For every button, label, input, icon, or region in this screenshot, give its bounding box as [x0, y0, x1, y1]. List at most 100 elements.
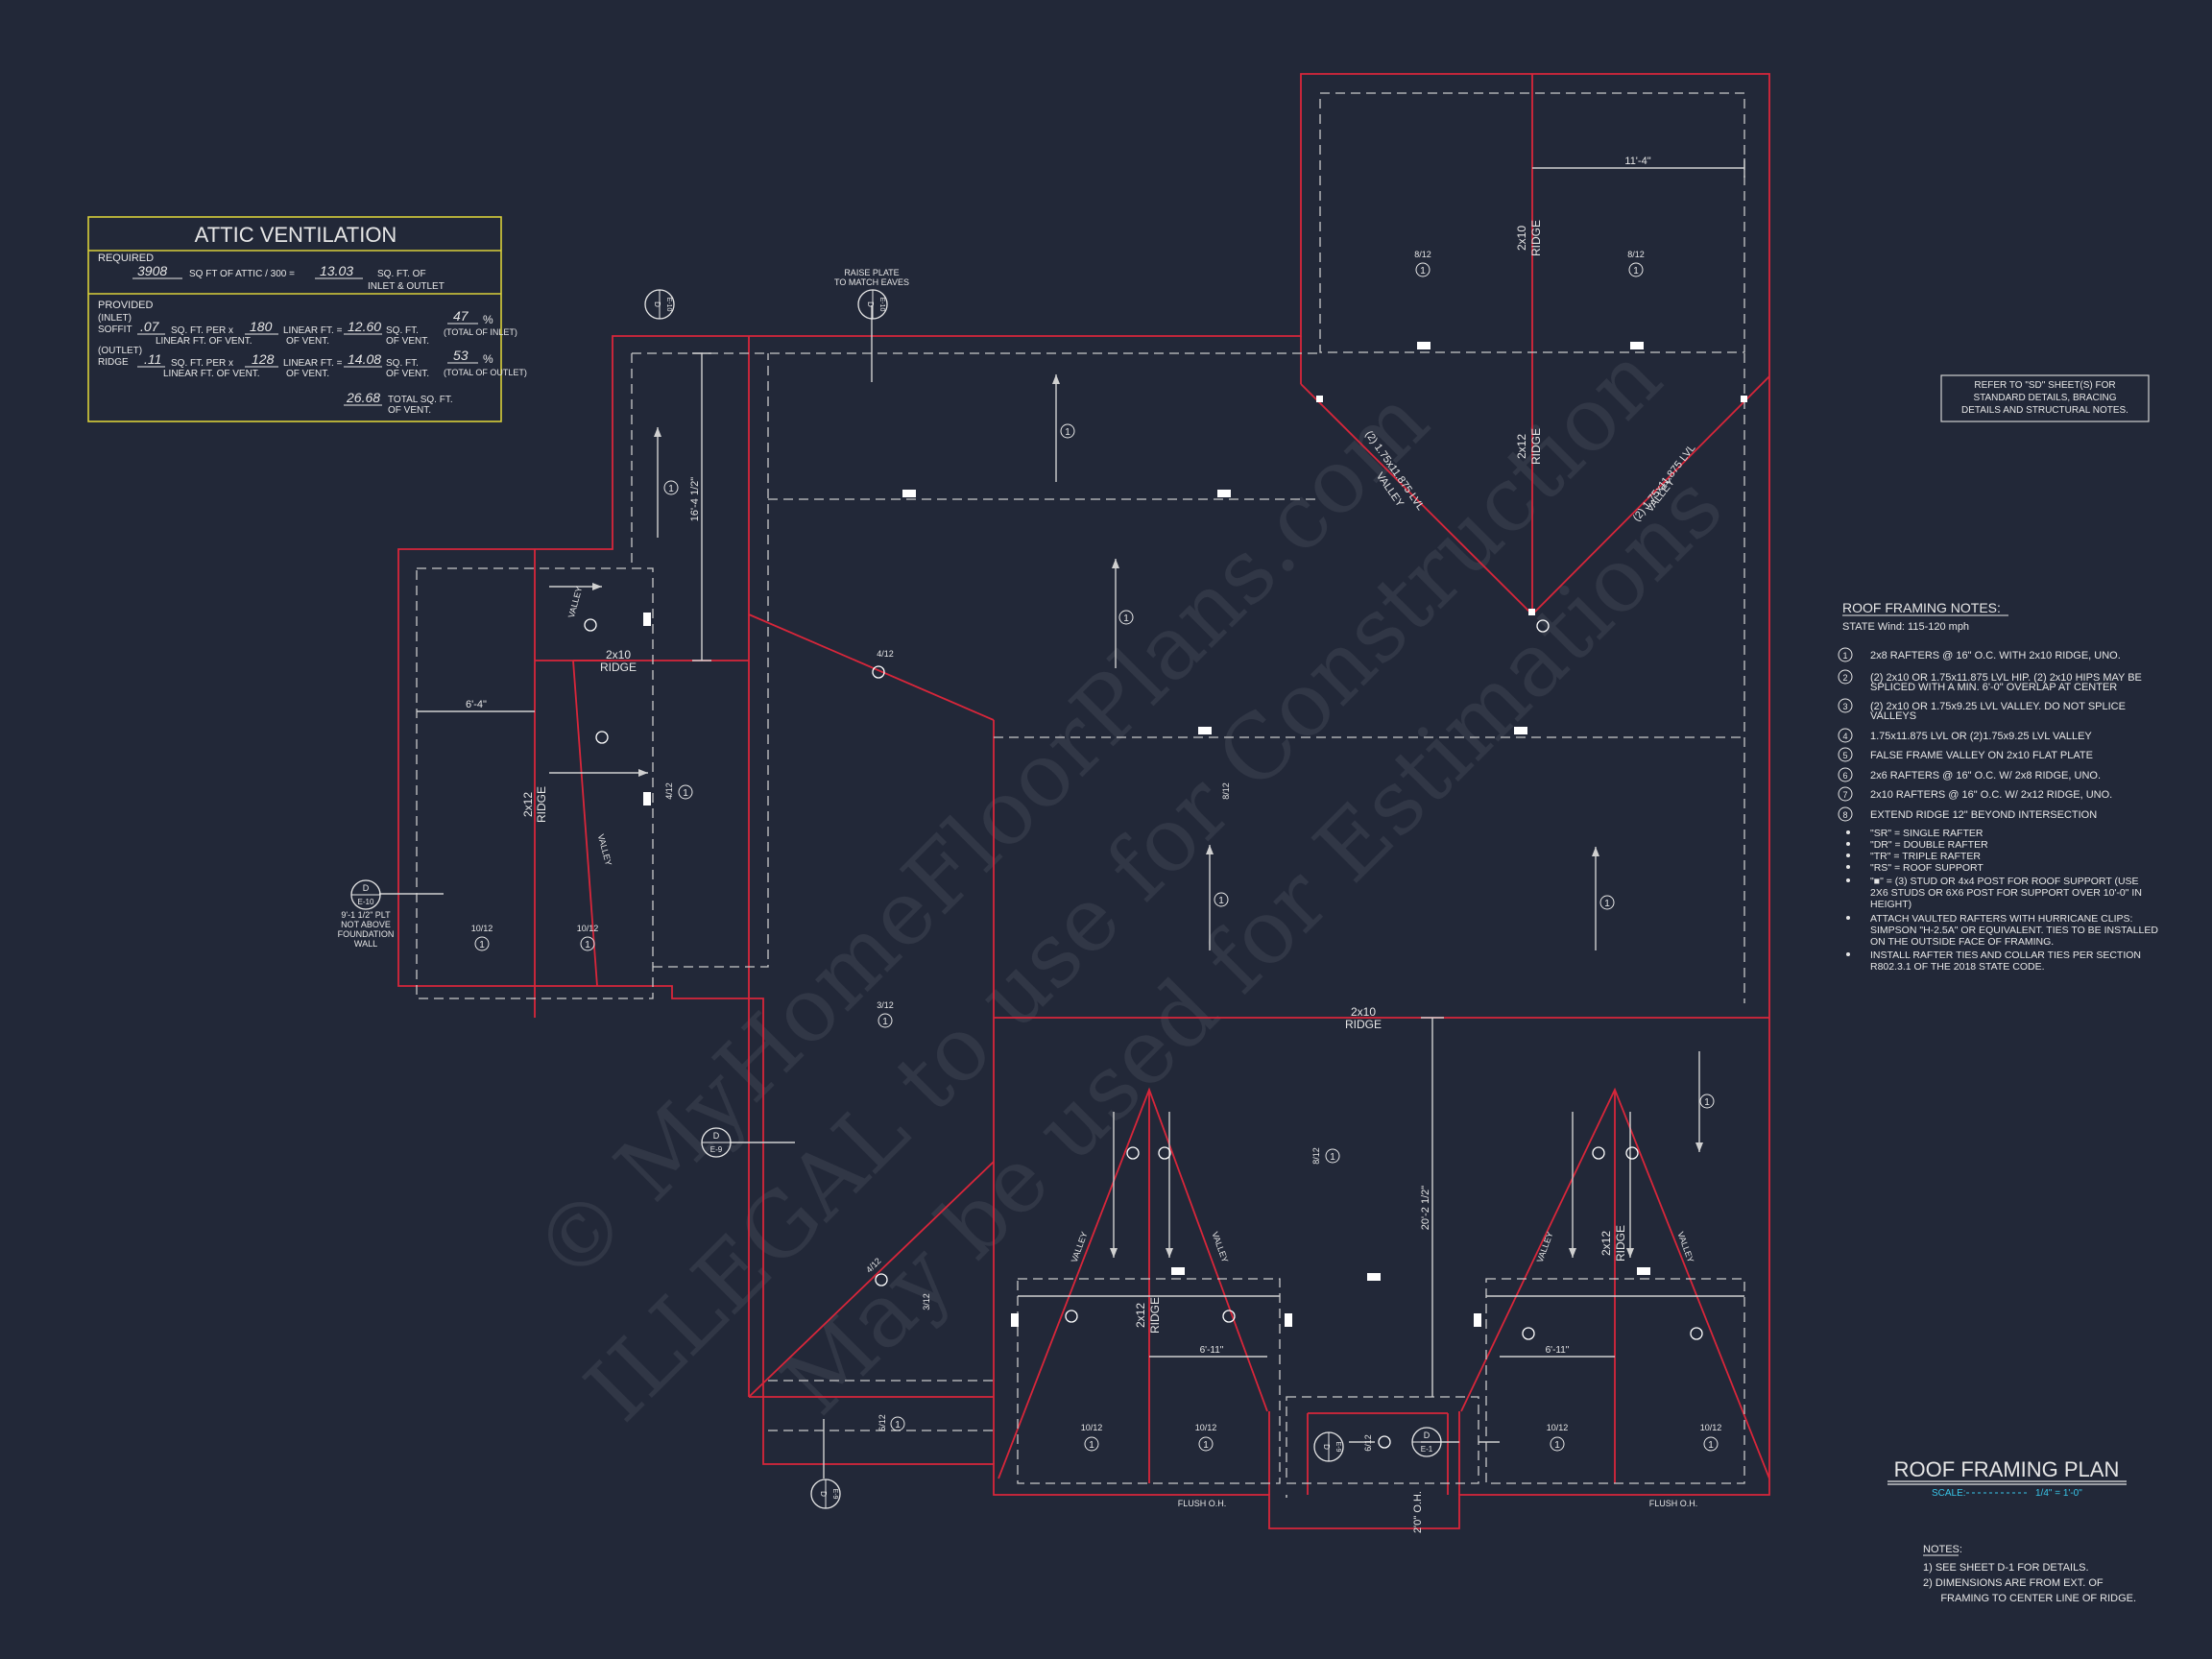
- dim-6-4: 6'-4": [466, 699, 487, 710]
- ridge-label-gable-right: RIDGE: [1614, 1225, 1627, 1262]
- soffit-label: SOFFIT: [98, 325, 132, 335]
- roof-support: [1171, 1267, 1185, 1275]
- bullet: [1846, 854, 1850, 857]
- bullet: [1846, 865, 1850, 869]
- refer-note-line-3: DETAILS AND STRUCTURAL NOTES.: [1961, 405, 2128, 416]
- roof-outline: [397, 73, 1770, 1529]
- post-marker: [584, 618, 597, 632]
- soffit-linear-label: LINEAR FT. =: [283, 325, 343, 336]
- post-marker: [1592, 1146, 1605, 1160]
- ridge-label-2x10-lower: 2x10: [1351, 1005, 1376, 1019]
- valley-label: VALLEY: [566, 586, 584, 619]
- roof-supports: [643, 342, 1747, 1327]
- bullet: [1846, 830, 1850, 834]
- post-marker: [1158, 1146, 1171, 1160]
- scale-label: SCALE:: [1932, 1488, 1966, 1499]
- arrowhead: [638, 769, 648, 777]
- roof-note-num: 5: [1842, 751, 1847, 760]
- plan-title: ROOF FRAMING PLAN: [1894, 1457, 2120, 1481]
- roof-note-line: (2) 2x10 OR 1.75x9.25 LVL VALLEY. DO NOT…: [1870, 701, 2126, 712]
- dim-11-4: 11'-4": [1624, 156, 1650, 167]
- scale-value: 1/4" = 1'-0": [2035, 1488, 2082, 1499]
- post-marker: [1522, 1327, 1535, 1340]
- roof-note-bullet: HEIGHT): [1870, 899, 1911, 910]
- post-marker: [1690, 1327, 1703, 1340]
- section-marker-id: D: [653, 301, 661, 307]
- roof-support: [1316, 396, 1323, 402]
- pitch-label: 10/12: [1700, 1423, 1722, 1432]
- roof-note-line: 2x6 RAFTERS @ 16" O.C. W/ 2x8 RIDGE, UNO…: [1870, 770, 2101, 781]
- arrowhead: [1695, 1142, 1703, 1152]
- note-callout: 1: [1198, 1436, 1214, 1452]
- roof-support: [1285, 1313, 1292, 1327]
- roof-note-line: FALSE FRAME VALLEY ON 2x10 FLAT PLATE: [1870, 750, 2093, 761]
- attic-ventilation-table: ATTIC VENTILATION REQUIRED 3908 SQ FT OF…: [87, 216, 527, 422]
- roof-support: [1011, 1313, 1019, 1327]
- roof-support: [1741, 396, 1747, 402]
- valley-label: VALLEY: [596, 833, 613, 867]
- dim-2-oh: 2'0" O.H.: [1412, 1491, 1424, 1533]
- section-markers: D E-10 D E-9 D E-1 D E-10 D E-10: [350, 289, 1442, 1509]
- arrowhead: [1112, 559, 1119, 568]
- section-marker: D E-10: [644, 289, 675, 320]
- arrowhead: [1569, 1248, 1576, 1258]
- ridge-linear: 128: [252, 351, 275, 367]
- section-marker-id: D: [713, 1131, 720, 1141]
- plan-title-block: ROOF FRAMING PLAN SCALE: 1/4" = 1'-0": [1887, 1457, 2127, 1499]
- notes-line: 1) SEE SHEET D-1 FOR DETAILS.: [1923, 1562, 2089, 1574]
- roof-support: [1417, 342, 1431, 349]
- dim-16-4: 16'-4 1/2": [689, 477, 701, 521]
- soffit-pct: 47: [453, 308, 469, 324]
- section-marker-id: D: [1424, 1431, 1431, 1440]
- roof-note-bullet: ATTACH VAULTED RAFTERS WITH HURRICANE CL…: [1870, 913, 2132, 925]
- arrow-heads: [592, 374, 1703, 1258]
- roof-support: [1630, 342, 1644, 349]
- note-callout: 1: [1699, 1094, 1715, 1109]
- bullet: [1846, 878, 1850, 882]
- grand-total: 26.68: [346, 390, 380, 405]
- section-marker-sheet: E-9: [831, 1489, 838, 1500]
- soffit-total: 12.60: [348, 319, 381, 334]
- valley-label: VALLEY: [1070, 1231, 1090, 1264]
- required-unit-2: INLET & OUTLET: [368, 281, 445, 292]
- arrowhead: [1592, 847, 1599, 856]
- note-callout: 1: [663, 480, 679, 495]
- section-marker: D E-9: [810, 1479, 841, 1509]
- attic-table-border: [87, 216, 502, 422]
- raise-plate-line-1: RAISE PLATE: [844, 268, 899, 277]
- bullet: [1846, 952, 1850, 956]
- watermark: © MyHomeFloorPlans.com ILLEGAL to use fo…: [514, 325, 1742, 1440]
- arrowhead: [592, 583, 602, 590]
- notes-block: NOTES: 1) SEE SHEET D-1 FOR DETAILS. 2) …: [1923, 1544, 2136, 1604]
- soffit-total-label: SQ. FT.: [386, 325, 419, 336]
- notes-line: FRAMING TO CENTER LINE OF RIDGE.: [1923, 1593, 2136, 1604]
- required-sqft: 3908: [137, 263, 167, 278]
- pitch-label: 8/12: [1414, 250, 1431, 259]
- note-callout: 1: [474, 936, 490, 951]
- roof-note-bullet: "SR" = SINGLE RAFTER: [1870, 828, 1984, 839]
- flush-oh-right: FLUSH O.H.: [1649, 1499, 1698, 1508]
- ridge-linear-label: LINEAR FT. =: [283, 358, 343, 369]
- wall-line: [1485, 1278, 1745, 1484]
- ridge-label-2x12-gable-left: 2x12: [1134, 1303, 1147, 1328]
- roof-note-line: 1.75x11.875 LVL OR (2)1.75x9.25 LVL VALL…: [1870, 731, 2092, 742]
- pitch-label: 10/12: [577, 924, 599, 933]
- post-marker: [1222, 1310, 1236, 1323]
- bullet: [1846, 842, 1850, 846]
- pitch-label: 3/12: [877, 1000, 894, 1010]
- note-callouts: 1 1 1 1 1 1 1 1 1 1 1 1 1 1 1 1 1 1: [474, 262, 1719, 1452]
- linear-ft-of-vent: LINEAR FT. OF VENT.: [156, 336, 252, 347]
- roof-support: [1528, 609, 1535, 615]
- note-callout: 1: [1214, 892, 1229, 907]
- grand-total-label-2: OF VENT.: [388, 405, 431, 416]
- wall-line: [653, 353, 994, 1382]
- ridge-label-gable-left: RIDGE: [1148, 1297, 1162, 1334]
- note-callout-text: 1: [1420, 266, 1426, 276]
- roof-note-bullet: "DR" = DOUBLE RAFTER: [1870, 839, 1988, 851]
- roof-note-num: 4: [1842, 732, 1847, 741]
- roof-note-bullet: "■" = (3) STUD OR 4x4 POST FOR ROOF SUPP…: [1870, 876, 2139, 887]
- pitch-label: 10/12: [471, 924, 493, 933]
- ridge-label-left-2: RIDGE: [535, 786, 548, 823]
- wall-line: [1286, 1396, 1479, 1484]
